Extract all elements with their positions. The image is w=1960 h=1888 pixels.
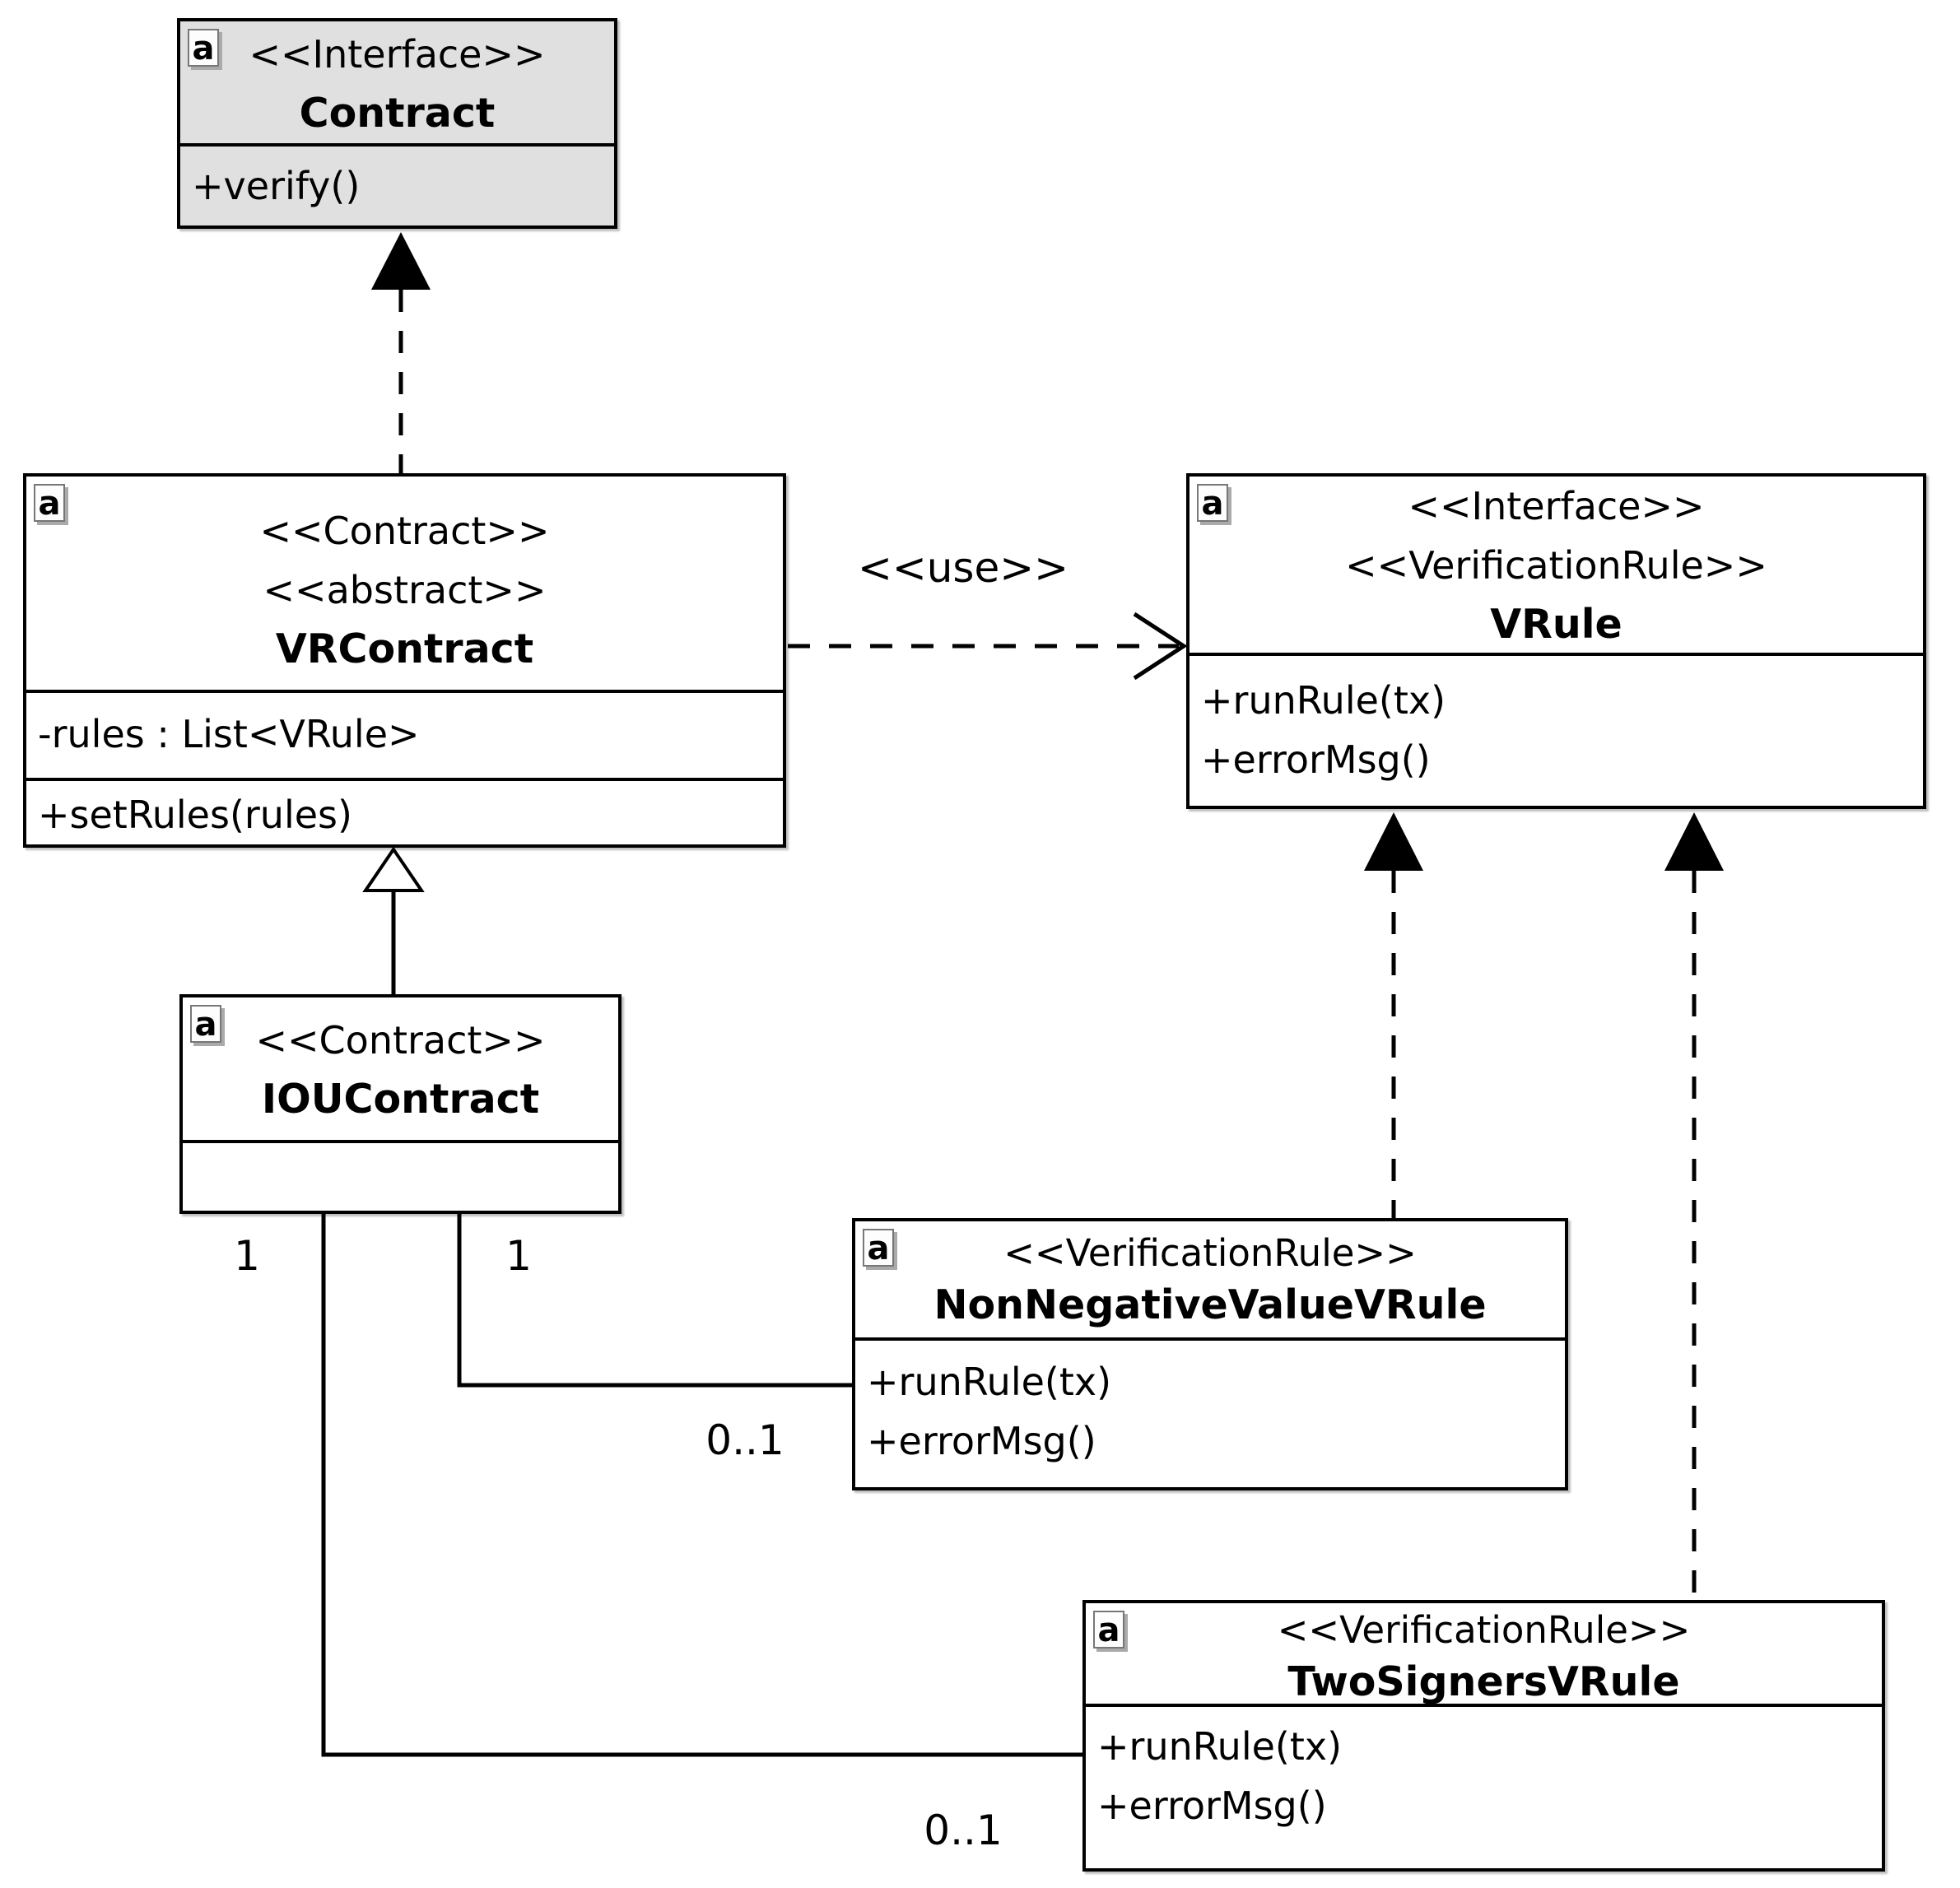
method-label: +runRule(tx) xyxy=(1201,678,1446,723)
class-header-twosignersvrule: <<VerificationRule>> TwoSignersVRule xyxy=(1086,1603,1882,1704)
class-name: TwoSignersVRule xyxy=(1287,1658,1680,1704)
association-line-iou-nonnegative xyxy=(457,1212,856,1388)
class-icon: a xyxy=(188,29,219,67)
stereotype-label: <<Interface>> xyxy=(249,32,546,77)
multiplicity-label-iou-nonnegative-target: 0..1 xyxy=(705,1416,784,1464)
class-methods-nonnegativevaluevrule: +runRule(tx) +errorMsg() xyxy=(855,1337,1565,1490)
stereotype-label: <<Contract>> xyxy=(259,509,550,553)
generalization-arrowhead-icon xyxy=(362,846,425,892)
class-header-ioucontract: <<Contract>> IOUContract xyxy=(183,997,618,1140)
multiplicity-label-iou-nonnegative-source: 1 xyxy=(505,1232,532,1280)
method-label: +runRule(tx) xyxy=(867,1360,1112,1404)
class-box-vrule: a <<Interface>> <<VerificationRule>> VRu… xyxy=(1186,473,1926,809)
multiplicity-label-iou-twosigners-source: 1 xyxy=(234,1232,260,1280)
class-box-twosignersvrule: a <<VerificationRule>> TwoSignersVRule +… xyxy=(1082,1600,1885,1872)
class-header-vrcontract: <<Contract>> <<abstract>> VRContract xyxy=(26,477,783,690)
stereotype-label: <<Contract>> xyxy=(255,1018,546,1063)
class-methods-vrule: +runRule(tx) +errorMsg() xyxy=(1190,653,1923,809)
class-icon: a xyxy=(34,484,65,522)
class-box-nonnegativevaluevrule: a <<VerificationRule>> NonNegativeValueV… xyxy=(852,1218,1568,1490)
class-methods-contract: +verify() xyxy=(180,143,614,229)
class-name: IOUContract xyxy=(261,1076,540,1123)
multiplicity-label-iou-twosigners-target: 0..1 xyxy=(924,1807,1003,1854)
class-body-ioucontract xyxy=(183,1140,618,1214)
method-label: +errorMsg() xyxy=(867,1419,1096,1463)
stereotype-label: <<VerificationRule>> xyxy=(1003,1231,1417,1275)
class-icon: a xyxy=(190,1005,221,1043)
stereotype-label: <<VerificationRule>> xyxy=(1277,1608,1691,1652)
class-icon: a xyxy=(1093,1611,1124,1649)
class-header-vrule: <<Interface>> <<VerificationRule>> VRule xyxy=(1190,477,1923,653)
class-box-ioucontract: a <<Contract>> IOUContract xyxy=(179,994,622,1214)
method-label: +verify() xyxy=(192,164,361,208)
class-header-nonnegativevaluevrule: <<VerificationRule>> NonNegativeValueVRu… xyxy=(855,1221,1565,1337)
realization-arrowhead-icon xyxy=(371,232,431,290)
class-box-vrcontract: a <<Contract>> <<abstract>> VRContract -… xyxy=(23,473,786,848)
method-label: +errorMsg() xyxy=(1097,1783,1327,1828)
class-icon: a xyxy=(863,1229,894,1267)
method-label: +setRules(rules) xyxy=(38,793,352,837)
class-methods-vrcontract: +setRules(rules) xyxy=(26,778,783,851)
class-icon: a xyxy=(1197,484,1228,522)
method-label: +runRule(tx) xyxy=(1097,1724,1343,1769)
use-dependency-label: <<use>> xyxy=(857,544,1069,592)
association-line-iou-twosigners xyxy=(321,1212,1087,1757)
class-name: Contract xyxy=(299,90,496,137)
class-name: VRContract xyxy=(275,625,534,672)
stereotype-label: <<Interface>> xyxy=(1408,484,1705,528)
class-box-contract: a <<Interface>> Contract +verify() xyxy=(177,18,617,229)
stereotype-label: <<abstract>> xyxy=(263,568,547,612)
attribute-label: -rules : List<VRule> xyxy=(38,712,420,756)
class-header-contract: <<Interface>> Contract xyxy=(180,21,614,143)
class-name: VRule xyxy=(1490,601,1622,648)
class-methods-twosignersvrule: +runRule(tx) +errorMsg() xyxy=(1086,1704,1882,1872)
method-label: +errorMsg() xyxy=(1201,737,1431,782)
dependency-arrowhead-icon xyxy=(1133,612,1188,681)
class-attributes-vrcontract: -rules : List<VRule> xyxy=(26,690,783,778)
realization-arrowhead-icon xyxy=(1364,812,1423,871)
stereotype-label: <<VerificationRule>> xyxy=(1345,543,1767,588)
realization-arrowhead-icon xyxy=(1664,812,1724,871)
class-name: NonNegativeValueVRule xyxy=(933,1281,1487,1328)
